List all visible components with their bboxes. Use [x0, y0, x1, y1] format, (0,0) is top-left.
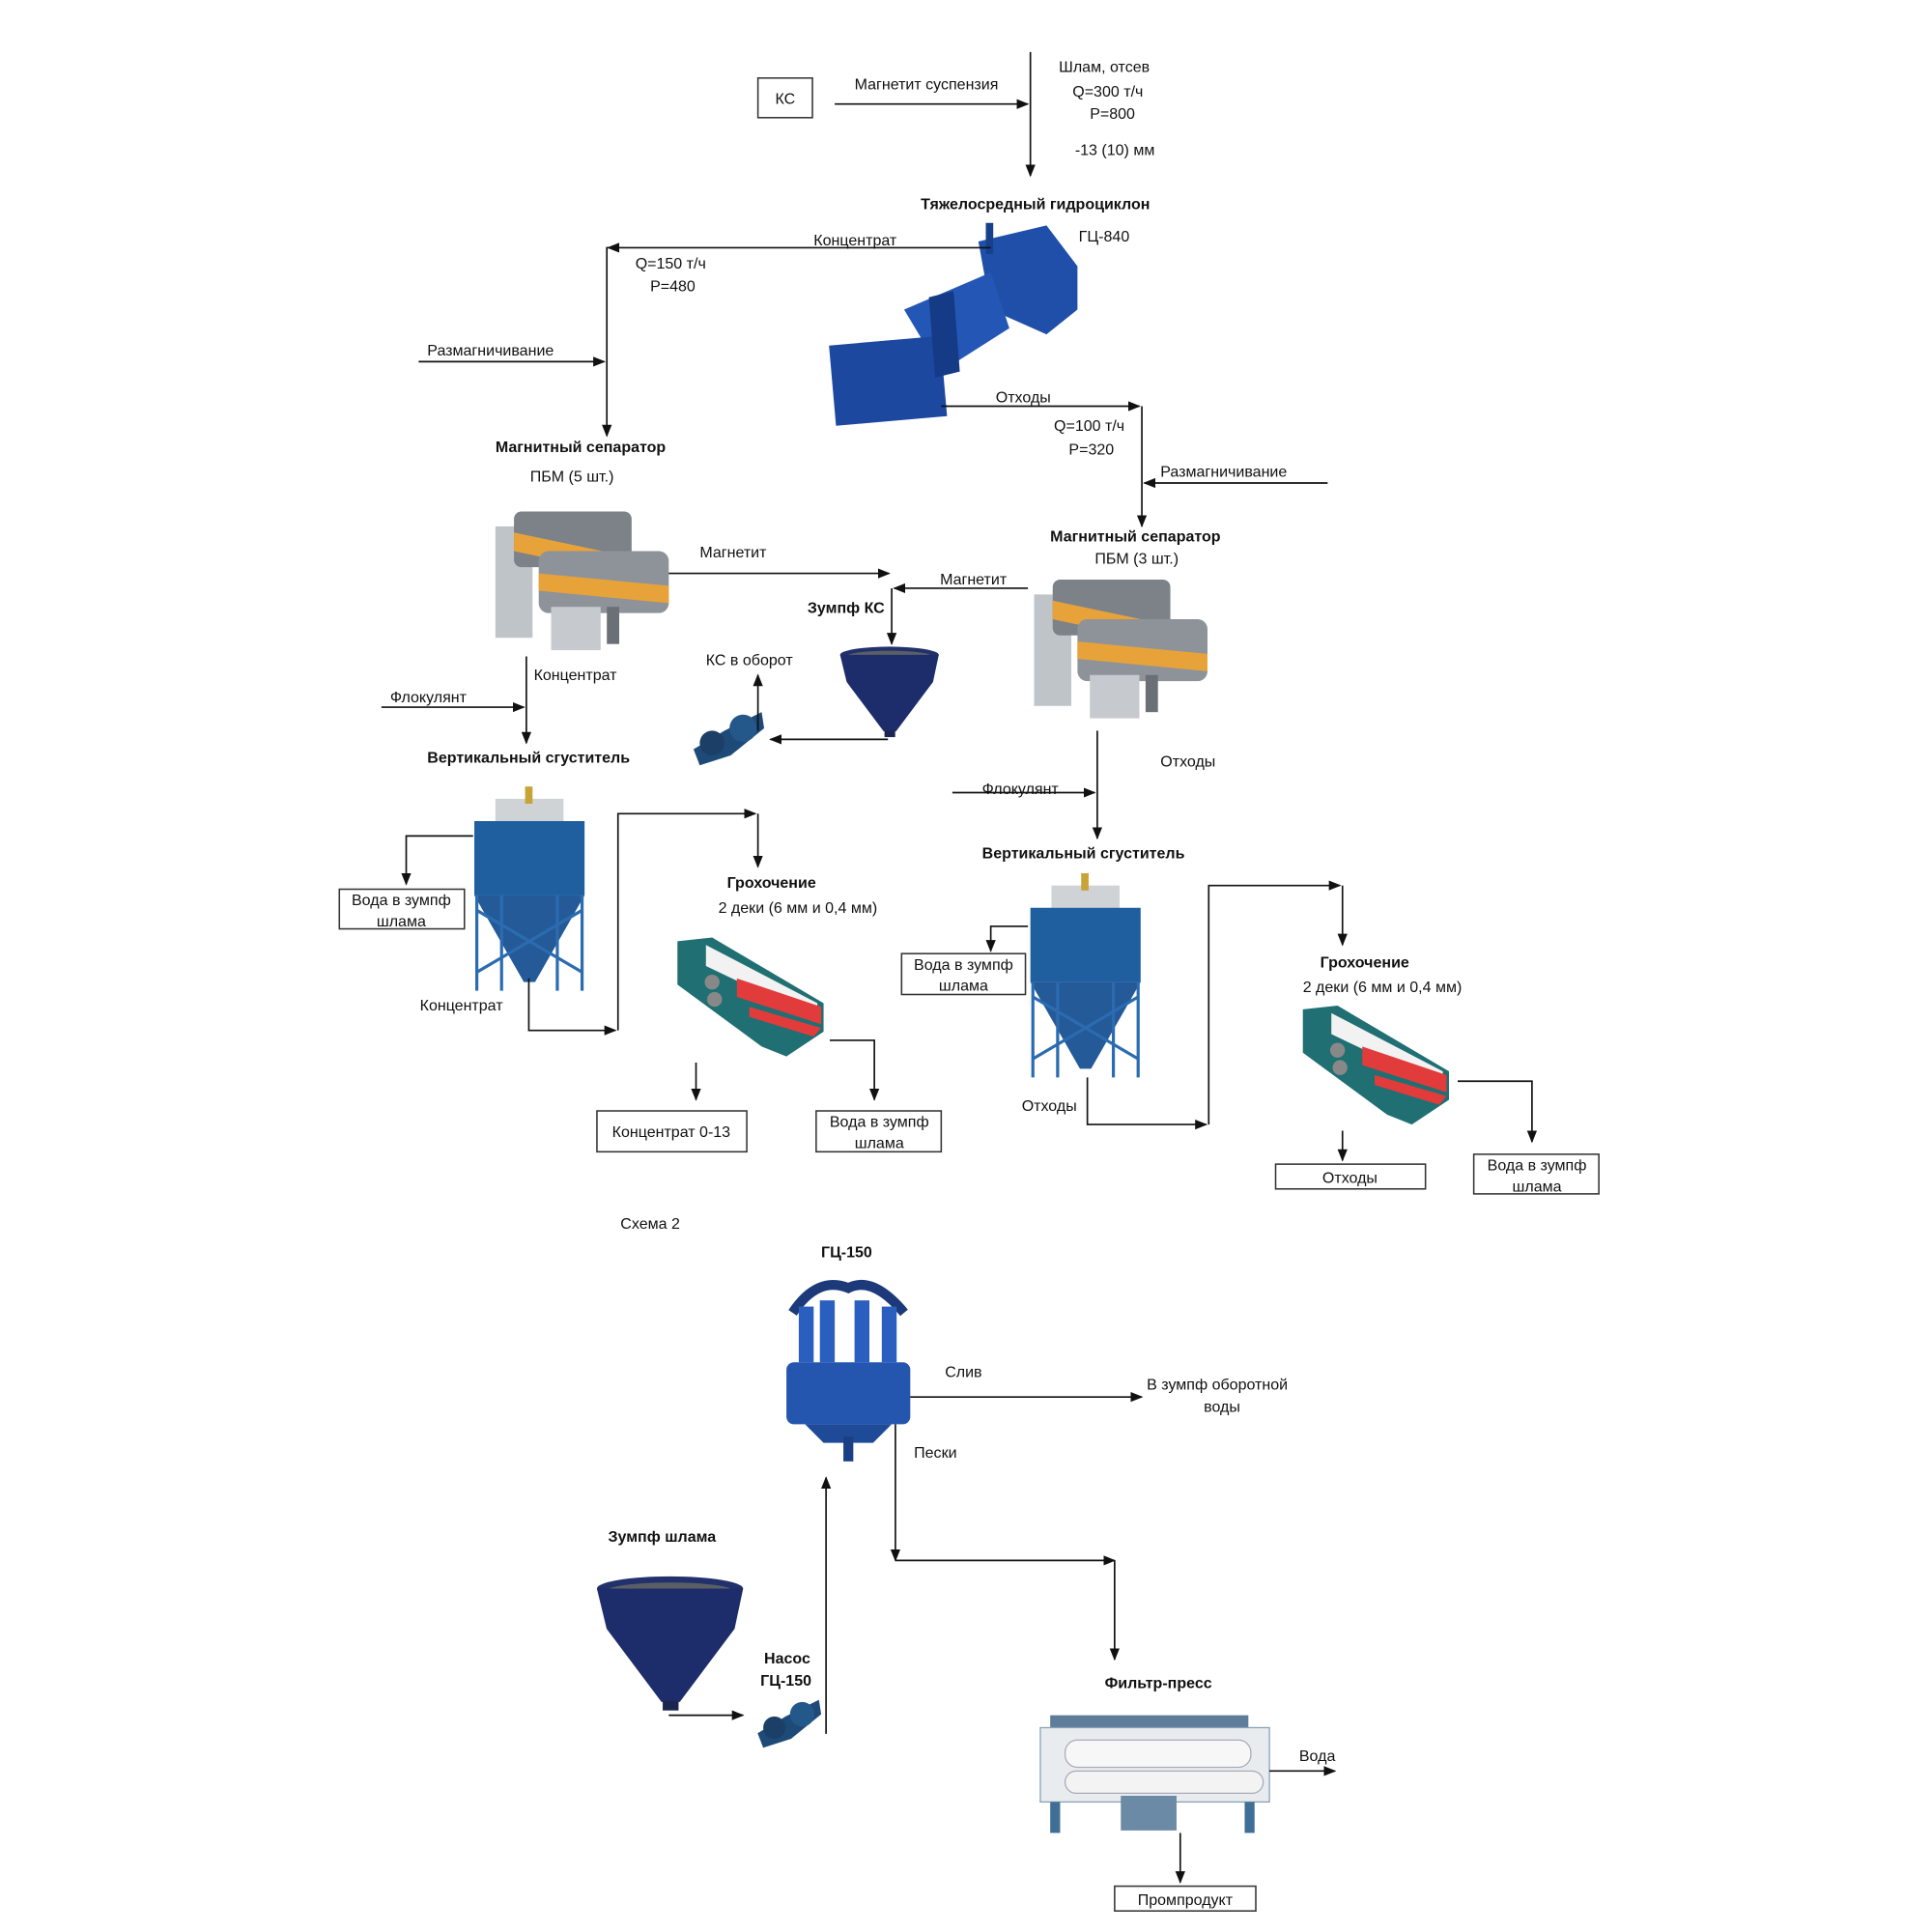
- right-screen-desc: 2 деки (6 мм и 0,4 мм): [1303, 979, 1463, 996]
- hmc-model: ГЦ-840: [1079, 228, 1130, 245]
- left-screen-water-line2: шлама: [855, 1134, 904, 1151]
- ks-pump-image: [693, 712, 765, 766]
- left-thickener-image: [472, 786, 586, 993]
- middlings-box-label: Промпродукт: [1138, 1891, 1234, 1909]
- gc150-title: ГЦ-150: [821, 1243, 872, 1261]
- right-thickener-title: Вертикальный сгуститель: [982, 844, 1185, 862]
- tailings-q: Q=100 т/ч: [1054, 417, 1124, 435]
- right-thickener-image: [1029, 872, 1143, 1080]
- right-screen-water-line1: Вода в зумпф: [1488, 1157, 1587, 1175]
- left-thickener-out-label: Концентрат: [420, 997, 504, 1014]
- right-magnetic-separator-image: [1034, 580, 1208, 719]
- tailings-label: Отходы: [996, 389, 1051, 407]
- left-water-box-line2: шлама: [377, 913, 426, 930]
- sands-label: Пески: [914, 1444, 956, 1462]
- right-water-box-line1: Вода в зумпф: [914, 956, 1013, 974]
- left-screen-image: [677, 937, 824, 1057]
- scheme2-label: Схема 2: [620, 1215, 680, 1233]
- concentrate-p: P=480: [650, 277, 696, 295]
- right-separator-model: ПБМ (3 шт.): [1094, 550, 1179, 567]
- gc150-pump-image: [757, 1699, 822, 1748]
- gc150-cyclone-cluster-image: [786, 1280, 911, 1462]
- feed-p: P=800: [1090, 105, 1135, 123]
- right-screen-image: [1302, 1006, 1449, 1125]
- right-product-box-label: Отходы: [1322, 1169, 1378, 1186]
- right-screen-water-box: [1472, 1153, 1600, 1195]
- right-flocculant-label: Флокулянт: [982, 781, 1060, 798]
- left-water-box: [338, 888, 466, 930]
- ks-box: [756, 77, 813, 119]
- right-water-box-line2: шлама: [939, 978, 988, 995]
- left-thickener-water-arrow: [401, 835, 473, 886]
- right-screen-title: Грохочение: [1321, 953, 1409, 971]
- ks-return-label: КС в оборот: [706, 651, 794, 668]
- sump-ks-image: [839, 646, 939, 738]
- left-screen-desc: 2 деки (6 мм и 0,4 мм): [719, 899, 878, 917]
- tailings-p: P=320: [1068, 441, 1114, 459]
- feed-size: -13 (10) мм: [1075, 141, 1155, 158]
- left-to-screen-line: [616, 809, 757, 1031]
- right-product-box: [1274, 1163, 1427, 1190]
- right-thickener-out-label: Отходы: [1022, 1097, 1077, 1115]
- right-screen-water-arrow: [1457, 1080, 1538, 1144]
- filter-press-title: Фильтр-пресс: [1105, 1674, 1212, 1691]
- right-tailings-label: Отходы: [1160, 753, 1215, 771]
- concentrate-label: Концентрат: [813, 232, 897, 249]
- magnetite-suspension-label: Магнетит суспензия: [855, 75, 999, 93]
- left-thickener-title: Вертикальный сгуститель: [427, 750, 630, 767]
- sump-ks-title: Зумпф КС: [808, 600, 885, 617]
- right-screen-water-line2: шлама: [1513, 1178, 1562, 1195]
- overflow-dest-line2: воды: [1204, 1399, 1240, 1416]
- left-thickener-out-arrow: [527, 978, 617, 1036]
- left-magnetic-separator-image: [495, 511, 669, 651]
- slime-sump-title: Зумпф шлама: [608, 1528, 717, 1546]
- pump-label-line2: ГЦ-150: [760, 1672, 811, 1690]
- concentrate-q: Q=150 т/ч: [636, 255, 706, 272]
- heavy-medium-cyclone-image: [829, 222, 1078, 426]
- left-magnetite-label: Магнетит: [699, 544, 767, 561]
- left-flocculant-label: Флокулянт: [390, 689, 468, 706]
- right-thickener-water-arrow: [985, 925, 1029, 952]
- left-product-box-label: Концентрат 0-13: [612, 1123, 731, 1141]
- demag-right-label: Размагничивание: [1160, 464, 1287, 481]
- demag-left-label: Размагничивание: [427, 342, 554, 359]
- pump-label-line1: Насос: [764, 1650, 810, 1667]
- hmc-title: Тяжелосредный гидроциклон: [921, 196, 1150, 213]
- left-product-box: [596, 1110, 748, 1153]
- left-separator-model: ПБМ (5 шт.): [530, 469, 614, 486]
- feed-q: Q=300 т/ч: [1072, 83, 1143, 100]
- left-screen-water-box: [815, 1110, 943, 1153]
- feed-label: Шлам, отсев: [1059, 58, 1150, 75]
- left-screen-water-line1: Вода в зумпф: [830, 1114, 929, 1131]
- right-magnetite-label: Магнетит: [940, 571, 1008, 588]
- filter-press-image: [1039, 1715, 1270, 1833]
- press-water-label: Вода: [1299, 1747, 1336, 1765]
- overflow-dest-line1: В зумпф оборотной: [1147, 1376, 1288, 1393]
- middlings-box: [1114, 1885, 1257, 1912]
- left-screen-water-arrow: [829, 1039, 880, 1101]
- right-to-screen-line: [1208, 880, 1342, 1125]
- ks-box-label: КС: [775, 91, 795, 108]
- right-separator-title: Магнитный сепаратор: [1050, 527, 1221, 545]
- left-separator-title: Магнитный сепаратор: [496, 439, 667, 456]
- right-water-box: [900, 952, 1027, 996]
- left-water-box-line1: Вода в зумпф: [352, 892, 451, 909]
- left-concentrate-label: Концентрат: [534, 667, 618, 684]
- slime-sump-image: [596, 1576, 744, 1711]
- right-thickener-out-arrow: [1086, 1077, 1208, 1130]
- left-screen-title: Грохочение: [727, 874, 816, 892]
- overflow-label: Слив: [945, 1364, 981, 1381]
